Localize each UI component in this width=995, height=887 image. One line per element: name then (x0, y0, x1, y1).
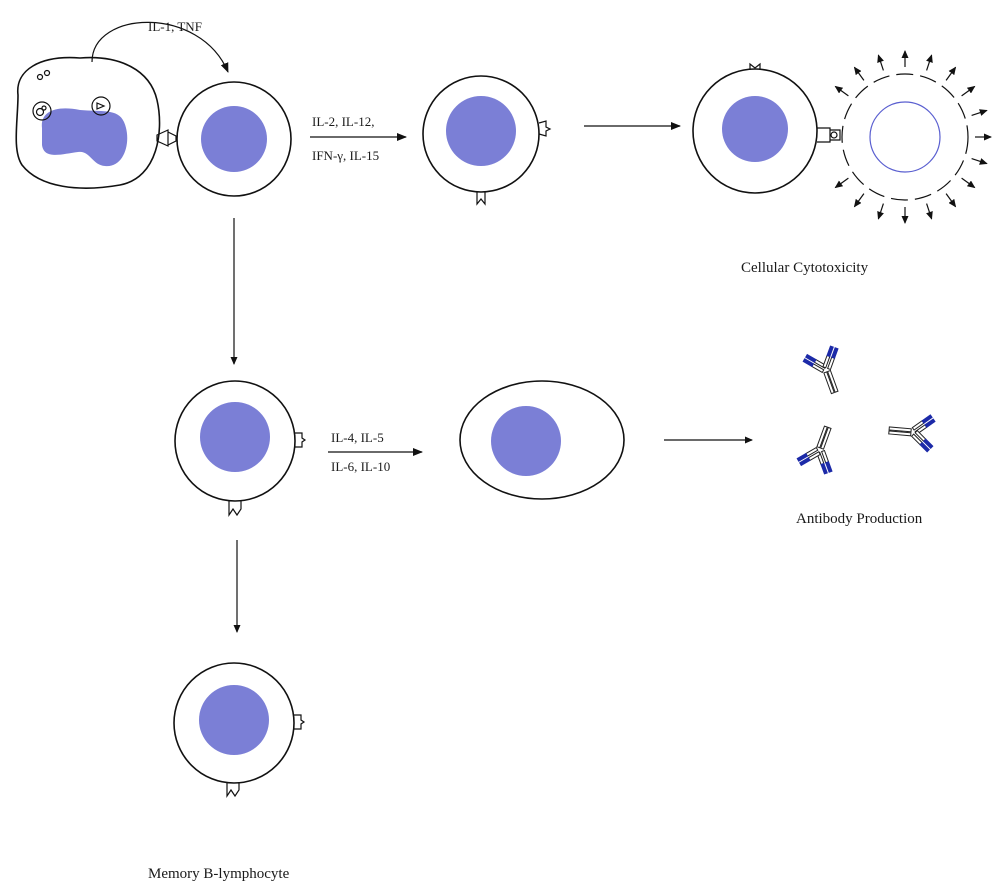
b-lymphocyte-nucleus (200, 402, 270, 472)
lysis-arrow (877, 54, 884, 71)
receptor-synapse (817, 127, 841, 143)
t-cytokines-line2: IFN-γ, IL-15 (312, 148, 379, 163)
surface-receptor (226, 782, 240, 798)
surface-receptor (295, 432, 307, 448)
antigen-particle (36, 73, 44, 81)
lysis-arrow (961, 177, 976, 189)
lysis-arrow (834, 85, 849, 97)
lysis-arrow (834, 177, 849, 189)
lysis-arrow (971, 158, 988, 165)
t-cytokines-line1: IL-2, IL-12, (312, 114, 374, 129)
memory-b-nucleus (199, 685, 269, 755)
lymphocyte-nucleus (201, 106, 267, 172)
antibody-icon (888, 414, 936, 453)
surface-receptor (228, 500, 242, 517)
lysis-arrow (926, 54, 933, 71)
lysis-arrows (834, 50, 992, 224)
lymphocyte (176, 81, 292, 197)
b-cytokines-line2: IL-6, IL-10 (331, 459, 390, 474)
activated-t-cell-nucleus (446, 96, 516, 166)
lysis-arrow (971, 109, 988, 116)
phagosome-vesicle (32, 101, 52, 121)
mhc-receptor-contact (156, 129, 177, 147)
plasma-cell (459, 380, 625, 500)
lysis-arrow (926, 203, 933, 220)
lysis-arrow (945, 66, 957, 81)
lysis-arrow (961, 85, 976, 97)
antigen-particle (43, 69, 51, 77)
macrophage (15, 56, 177, 189)
b-cytokines-line1: IL-4, IL-5 (331, 430, 384, 445)
surface-receptor (538, 120, 552, 137)
lysis-arrow (853, 193, 865, 208)
cytotoxic-t-cell-nucleus (722, 96, 788, 162)
surface-receptor (294, 714, 306, 730)
memory-b-caption: Memory B-lymphocyte (148, 866, 290, 882)
target-cell (834, 50, 992, 224)
il1-tnf-arrow (91, 21, 229, 73)
cellular-cytotoxicity-caption: Cellular Cytotoxicity (741, 260, 869, 276)
antibody-production-caption: Antibody Production (796, 511, 923, 527)
macrophage-nucleus (41, 108, 128, 167)
cytotoxic-t-cell (692, 62, 841, 194)
plasma-cell-nucleus (491, 406, 561, 476)
antibody-icon (796, 425, 833, 475)
activated-t-cell (422, 75, 552, 206)
surface-receptor (476, 192, 486, 206)
b-lymphocyte (174, 380, 307, 517)
lysis-arrow (945, 193, 957, 208)
memory-b-lymphocyte (173, 662, 306, 798)
lysis-arrow (877, 203, 884, 220)
lysis-arrow (853, 66, 865, 81)
surface-receptor (749, 62, 761, 70)
il1-tnf-label: IL-1, TNF (148, 19, 202, 34)
antigen-vesicle (91, 96, 111, 116)
antibody-icon (802, 345, 839, 395)
target-cell-core (869, 101, 941, 173)
